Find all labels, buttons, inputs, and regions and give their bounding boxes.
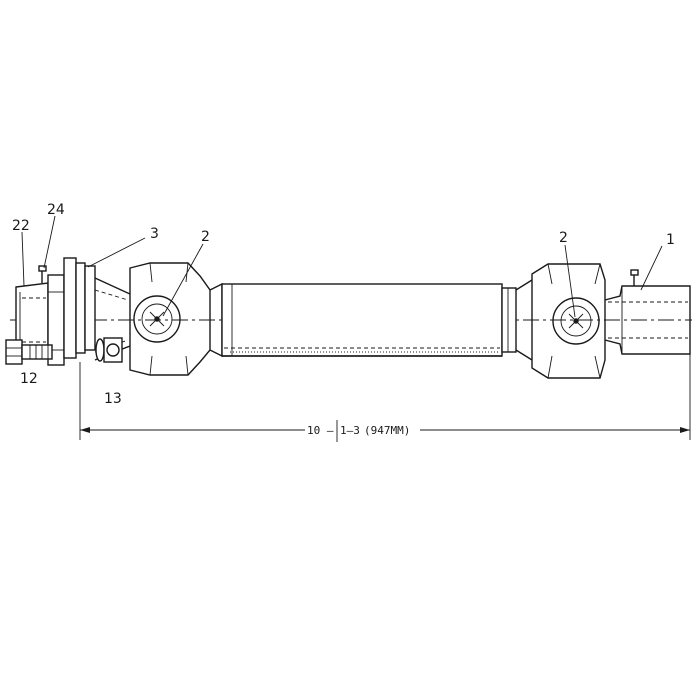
dimension-ref: 1–3: [340, 424, 360, 437]
grease-fitting-left: [38, 265, 47, 283]
dimension-prefix: 10 –: [307, 424, 334, 437]
callout-13: 13: [104, 391, 122, 407]
callout-12: 12: [20, 371, 38, 387]
universal-joint-left: [129, 262, 211, 376]
flange-hub: [15, 274, 65, 366]
dimension-line: [79, 354, 691, 442]
leader-lines: [21, 215, 663, 318]
callout-2-right: 2: [559, 230, 568, 246]
flange-plates: [63, 257, 96, 359]
grease-fitting-right: [630, 269, 639, 286]
callout-2-left: 2: [201, 229, 210, 245]
callout-1: 1: [666, 232, 675, 248]
washer-nut: [95, 337, 123, 363]
callout-3: 3: [150, 226, 159, 242]
dimension-value: (947MM): [364, 424, 410, 437]
callout-24: 24: [47, 202, 65, 218]
driveshaft-tube: [221, 283, 503, 357]
bolt: [5, 339, 53, 365]
slip-yoke: [604, 285, 691, 355]
universal-joint-right: [531, 263, 606, 379]
callout-22: 22: [12, 218, 30, 234]
tube-neck-right: [501, 279, 533, 361]
